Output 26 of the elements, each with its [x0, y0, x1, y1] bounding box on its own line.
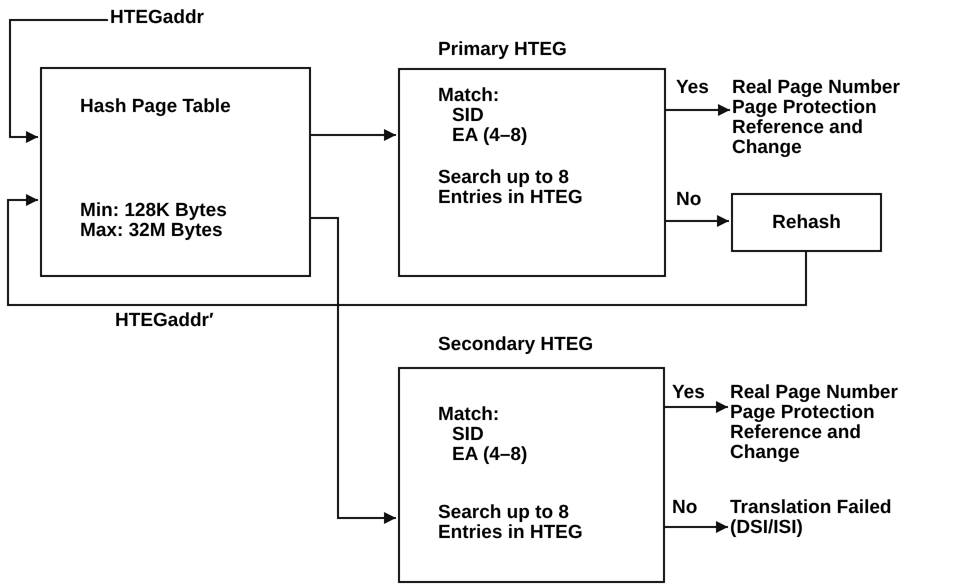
arrow: [666, 215, 729, 227]
box-text: EA (4–8): [452, 445, 528, 465]
box-text: Search up to 8 Entries in HTEG: [438, 168, 584, 208]
result-text: Real Page Number Page Protection Reference and Change: [730, 383, 915, 463]
box-heading: Secondary HTEG: [438, 335, 594, 355]
box-text: SID: [452, 425, 484, 445]
box-text: Hash Page Table: [80, 97, 231, 117]
box-text: SID: [452, 106, 484, 126]
process-box: [40, 67, 311, 277]
box-text: Match:: [438, 86, 500, 106]
arrow: [665, 401, 728, 413]
arrow: [7, 194, 807, 306]
arrow: [311, 217, 396, 524]
box-text: Search up to 8 Entries in HTEG: [438, 503, 584, 543]
box-text: EA (4–8): [452, 126, 528, 146]
box-text: Min: 128K Bytes Max: 32M Bytes: [80, 201, 228, 241]
arrow: [665, 521, 728, 533]
result-text: Translation Failed (DSI/ISI): [730, 498, 955, 538]
arrow: [9, 19, 108, 143]
box-text: Match:: [438, 405, 500, 425]
arrow: [666, 104, 730, 116]
result-text: HTEGaddr: [110, 8, 250, 28]
process-box: Rehash: [731, 193, 882, 252]
box-heading: Primary HTEG: [438, 40, 567, 60]
arrow: [311, 129, 396, 141]
result-text: Real Page Number Page Protection Reference and Change: [732, 78, 917, 158]
